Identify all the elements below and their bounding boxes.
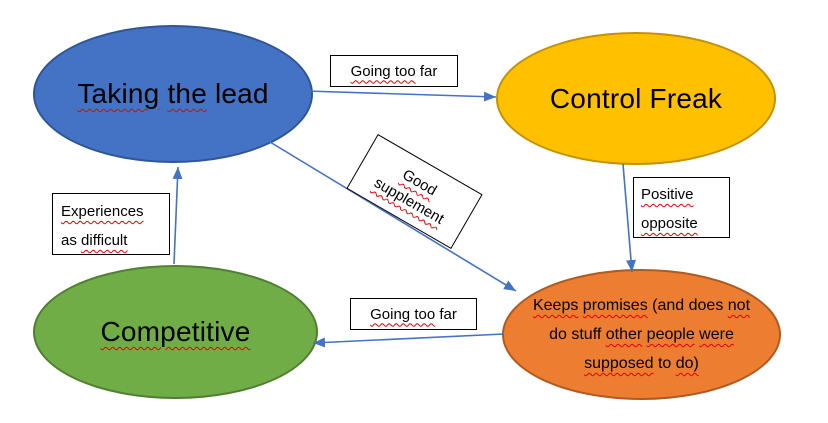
edge-label-going-too-far-top[interactable]: Going too far bbox=[330, 55, 458, 87]
node-competitive[interactable]: Competitive bbox=[33, 265, 318, 399]
edge-taking-the-lead-to-control-freak[interactable] bbox=[305, 90, 497, 102]
label-word: promises bbox=[582, 297, 648, 314]
label-word: to bbox=[653, 355, 676, 372]
node-taking-the-lead[interactable]: Taking the lead bbox=[33, 25, 313, 163]
label-word: supposed bbox=[584, 355, 654, 372]
label-word: people bbox=[646, 326, 695, 343]
label-word: do stuff bbox=[549, 326, 606, 343]
node-control-freak-label: Control Freak bbox=[550, 83, 722, 115]
label-word: were bbox=[699, 326, 734, 343]
edge-label-going-too-far-bottom[interactable]: Going too far bbox=[350, 298, 477, 330]
label-word: as bbox=[61, 232, 82, 249]
label-word: Going too bbox=[370, 305, 436, 323]
node-keeps-promises[interactable]: Keeps promises (and does not do stuff ot… bbox=[502, 269, 781, 400]
label-line: do stuff other people were bbox=[533, 320, 750, 349]
node-control-freak[interactable]: Control Freak bbox=[496, 32, 776, 165]
edge-taking-the-lead-to-keeps-promises[interactable] bbox=[269, 141, 517, 292]
label-word: Control Freak bbox=[549, 82, 723, 114]
label-word: other bbox=[605, 326, 643, 343]
label-text: Going too far bbox=[351, 63, 438, 80]
label-word: difficult bbox=[81, 232, 128, 249]
label-word: Experiences bbox=[61, 203, 144, 220]
label-word: not bbox=[727, 297, 751, 314]
label-word: the bbox=[167, 78, 207, 109]
label-word: far bbox=[435, 305, 457, 323]
label-text: Going too far bbox=[370, 306, 457, 323]
label-word: do) bbox=[675, 355, 699, 372]
edge-control-freak-to-keeps-promises[interactable] bbox=[622, 163, 636, 273]
label-word: far bbox=[415, 62, 438, 80]
label-word: (and does bbox=[647, 297, 728, 314]
node-taking-the-lead-label: Taking the lead bbox=[77, 78, 268, 110]
label-word: opposite bbox=[641, 215, 698, 232]
edge-competitive-to-taking-the-lead[interactable] bbox=[172, 166, 183, 265]
label-word: Positive bbox=[641, 186, 694, 203]
edge-keeps-promises-to-competitive[interactable] bbox=[312, 333, 505, 348]
node-competitive-label: Competitive bbox=[100, 316, 250, 348]
label-line: opposite bbox=[641, 209, 729, 238]
label-word: Keeps bbox=[532, 297, 579, 314]
label-word: Taking bbox=[77, 78, 160, 109]
label-word: lead bbox=[206, 78, 269, 109]
label-line: as difficult bbox=[61, 226, 169, 255]
node-keeps-promises-label: Keeps promises (and does not do stuff ot… bbox=[523, 291, 760, 378]
label-line: Experiences bbox=[61, 197, 169, 226]
label-line: Keeps promises (and does not bbox=[533, 291, 750, 320]
label-line: Positive bbox=[641, 180, 729, 209]
label-word: Competitive bbox=[100, 316, 251, 347]
label-word: Going too bbox=[350, 62, 416, 80]
edge-label-experiences-as-difficult[interactable]: Experiences as difficult bbox=[52, 193, 170, 255]
edge-label-positive-opposite[interactable]: Positive opposite bbox=[633, 177, 730, 238]
label-line: supposed to do) bbox=[533, 349, 750, 378]
